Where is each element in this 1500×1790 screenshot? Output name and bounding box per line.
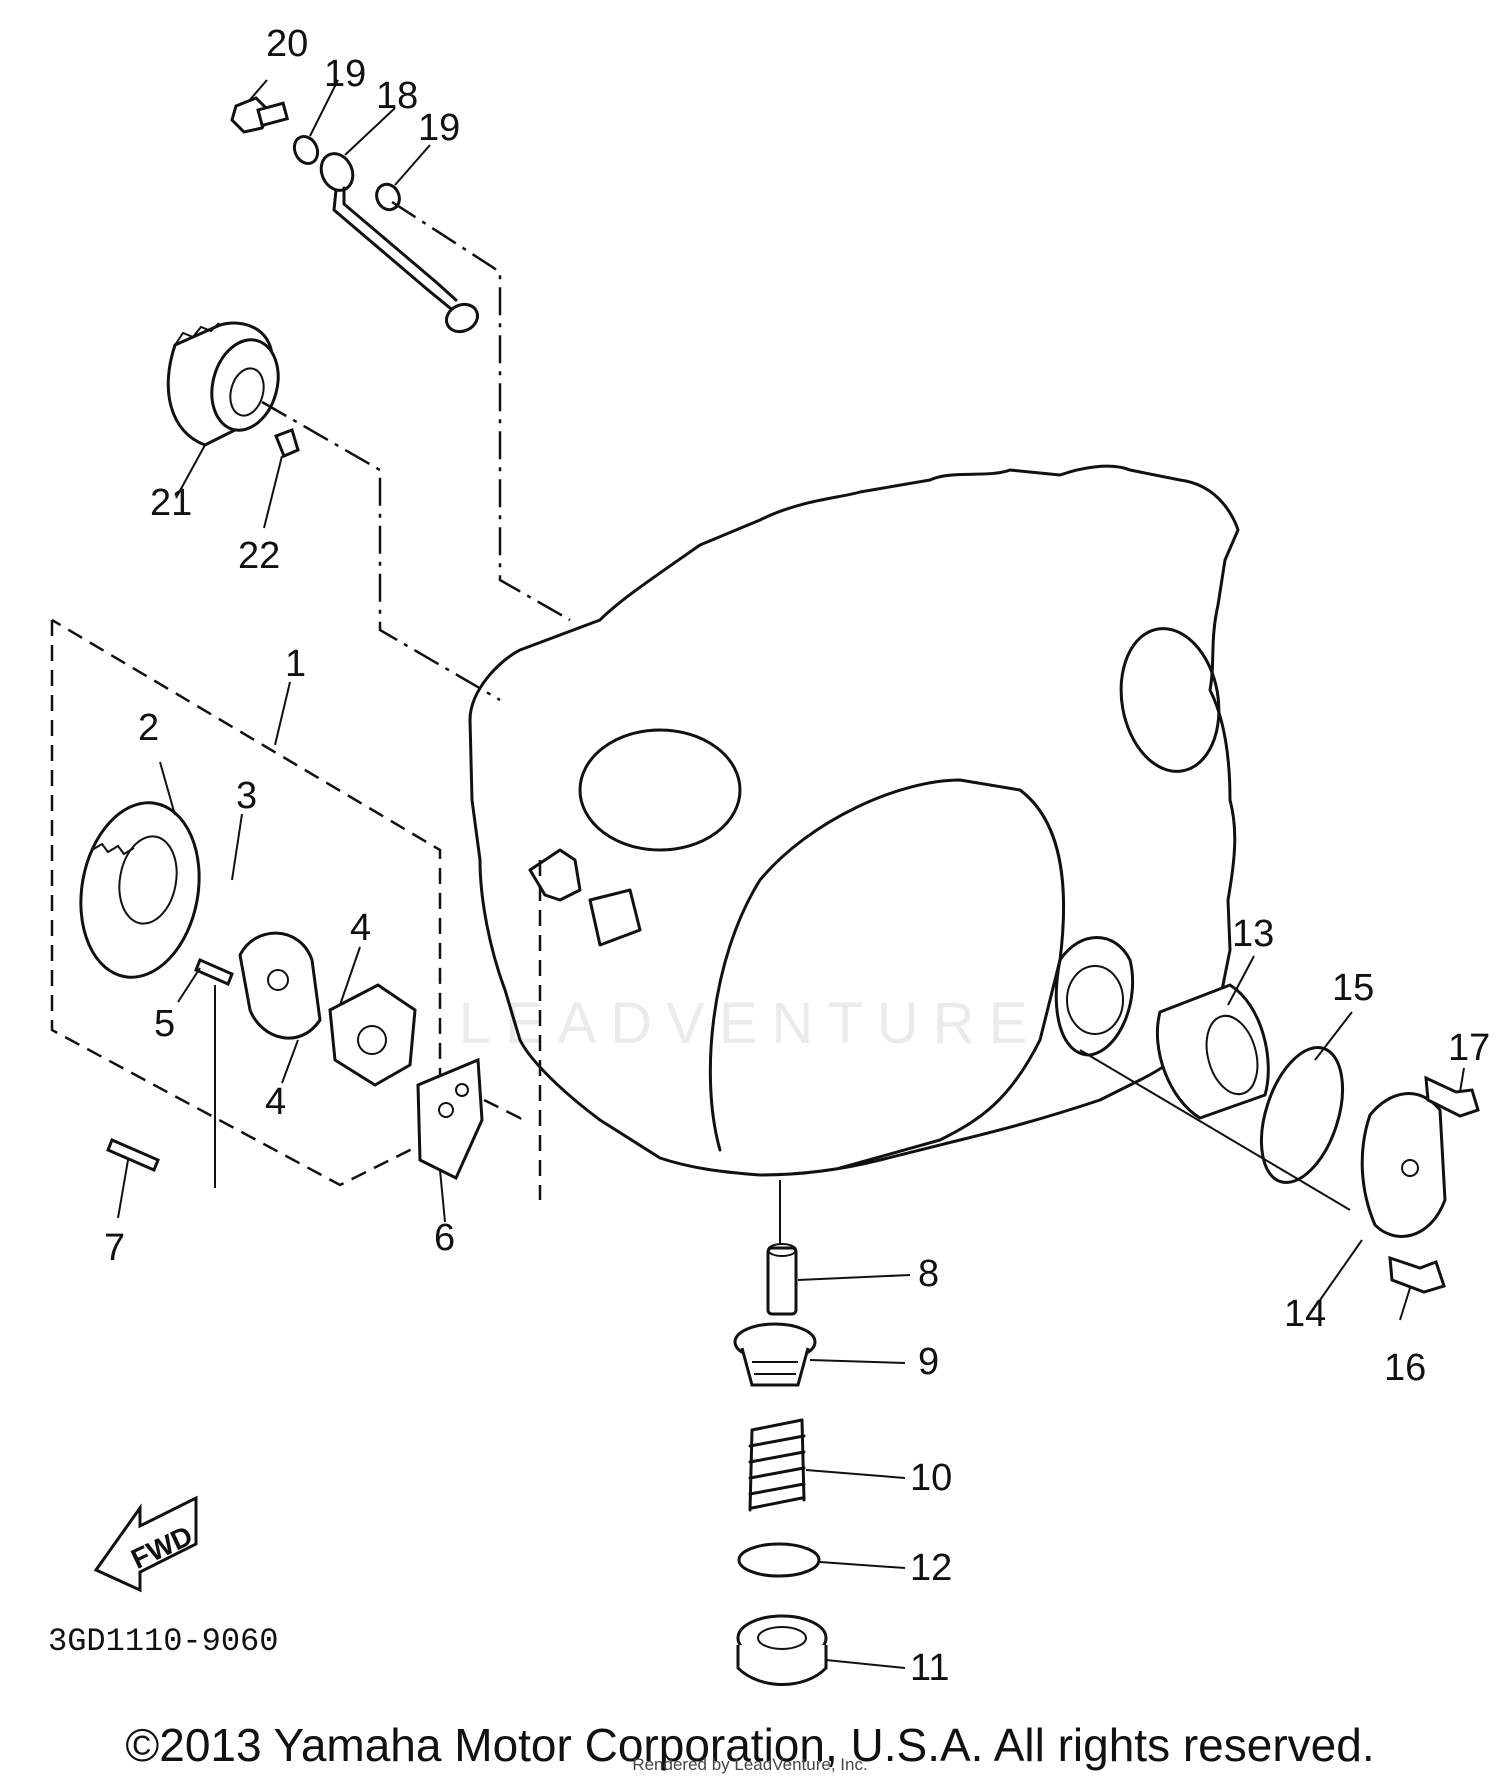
footer-rendered-by: Rendered by LeadVenture, Inc. [632,1755,868,1774]
callout-21: 21 [150,482,192,524]
callout-18: 18 [376,75,418,117]
callout-9: 9 [918,1341,939,1383]
drain-plug-11 [736,1614,828,1686]
crankcase [468,464,1240,1200]
callout-labels: 20 19 18 19 21 22 1 2 3 4 5 4 7 6 13 15 … [104,23,1490,1689]
callout-19-lower: 19 [418,107,460,149]
callout-6: 6 [434,1217,455,1259]
leader-gasket [483,1098,522,1121]
pump-body [328,983,417,1087]
pump-gasket-6 [416,1057,484,1181]
callout-11: 11 [910,1647,949,1689]
footer-copyright: ©2013 Yamaha Motor Corporation, U.S.A. A… [125,1719,1375,1771]
callout-20: 20 [266,23,308,65]
callout-10: 10 [910,1457,952,1499]
screw-7 [106,1138,160,1172]
bolt-16 [1388,1255,1446,1294]
oil-filter-13 [1155,983,1270,1120]
watermark: LEADVENTURE [458,991,1042,1056]
callout-12: 12 [910,1547,952,1589]
relief-pipe-8 [766,1243,798,1316]
oil-pump-assembly-frame [50,618,442,1187]
callout-13: 13 [1232,913,1274,955]
pump-cover [238,931,322,1040]
callout-4-upper: 4 [350,907,371,949]
washer-19-lower [375,182,401,212]
callout-15: 15 [1332,967,1374,1009]
drawing-code: 3GD1110-9060 [48,1623,278,1660]
callout-5: 5 [154,1003,175,1045]
callout-3: 3 [236,775,257,817]
screw-5 [194,958,234,986]
leader-pipe [391,200,571,622]
woodruff-key-22 [274,428,300,458]
oil-pipe-18 [319,152,480,334]
callout-7: 7 [104,1227,125,1269]
filter-cover-14 [1360,1092,1447,1238]
o-ring-12 [737,1542,821,1578]
washer-19-upper [292,134,320,166]
callout-4-lower: 4 [265,1081,286,1123]
fwd-arrow-icon: FWD [93,1495,198,1593]
callout-14: 14 [1284,1293,1326,1335]
callout-1: 1 [285,643,306,685]
callout-19-upper: 19 [324,53,366,95]
leader-gear [261,400,501,702]
union-bolt-20 [230,96,290,134]
drive-gear-21 [166,321,280,447]
callout-16: 16 [1384,1347,1426,1389]
callout-17: 17 [1448,1027,1490,1069]
pump-gear-2 [79,801,201,979]
leader-filter [1079,1049,1351,1211]
callout-2: 2 [138,707,159,749]
spring-10 [748,1418,806,1512]
callout-22: 22 [238,535,280,577]
callout-leaders [117,79,1465,1669]
bolt-17 [1424,1075,1480,1118]
strainer-9 [733,1322,817,1387]
callout-8: 8 [918,1253,939,1295]
